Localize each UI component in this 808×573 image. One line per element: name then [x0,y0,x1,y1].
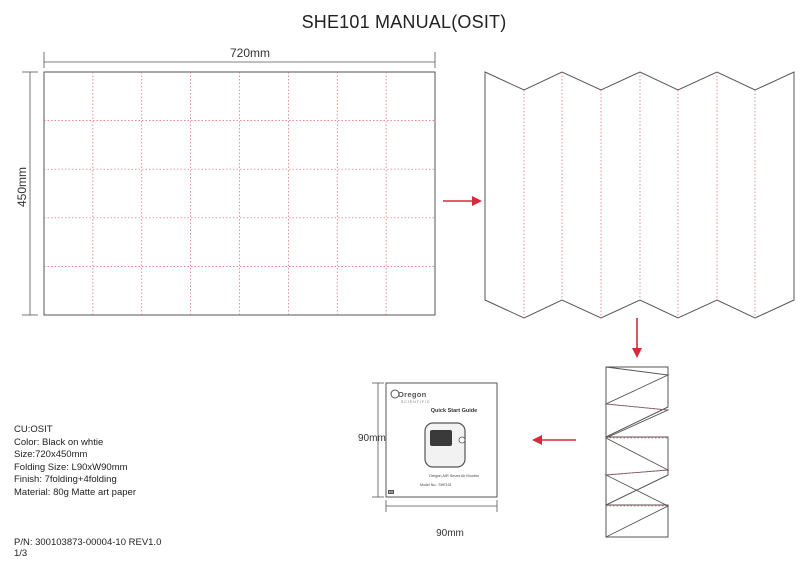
page-title: SHE101 MANUAL(OSIT) [301,12,507,32]
cover-height-label: 90mm [358,433,386,444]
cover-width-label: 90mm [436,528,464,539]
cover-guide-title: Quick Start Guide [430,408,478,414]
cover-height-dimension [372,382,384,498]
cover-language-badge: EN [388,490,395,494]
spec-item: Folding Size: L90xW90mm [14,461,128,473]
spec-item: Material: 80g Matte art paper [14,486,136,498]
spec-item: Color: Black on whtie [14,436,104,448]
spec-item: CU:OSIT [14,424,53,435]
spec-item: Size:720x450mm [14,449,88,460]
spec-list: CU:OSIT Color: Black on whtie Size:720x4… [14,424,136,499]
page-number: 1/3 [14,548,28,559]
sheet-fold-lines [44,72,435,315]
arrow-down-icon [632,318,642,358]
spec-item: Finish: 7folding+4folding [14,474,117,485]
device-illustration-icon [424,422,466,468]
cover-width-dimension [385,500,498,512]
footer: P/N: 300103873-00004-10 REV1.0 1/3 [14,537,161,559]
brand-logo-icon [390,389,400,399]
cover-model-number: Model No.: SHE101 [420,483,452,487]
arrow-right-icon [443,196,482,206]
cover-brand-subtitle: SCIENTIFIC [401,400,431,404]
height-dimension-line [22,71,38,316]
arrow-left-icon [532,435,576,445]
width-dimension-line [43,52,436,68]
sheet-outline [43,71,436,316]
part-number: P/N: 300103873-00004-10 REV1.0 [14,537,162,548]
cover-product-name: Oregon AIR Smart Air Monitor [428,474,480,478]
cover-brand-name: Oregon [398,390,427,399]
sheet-width-label: 720mm [229,46,270,60]
accordion-fold-lines [523,72,756,318]
